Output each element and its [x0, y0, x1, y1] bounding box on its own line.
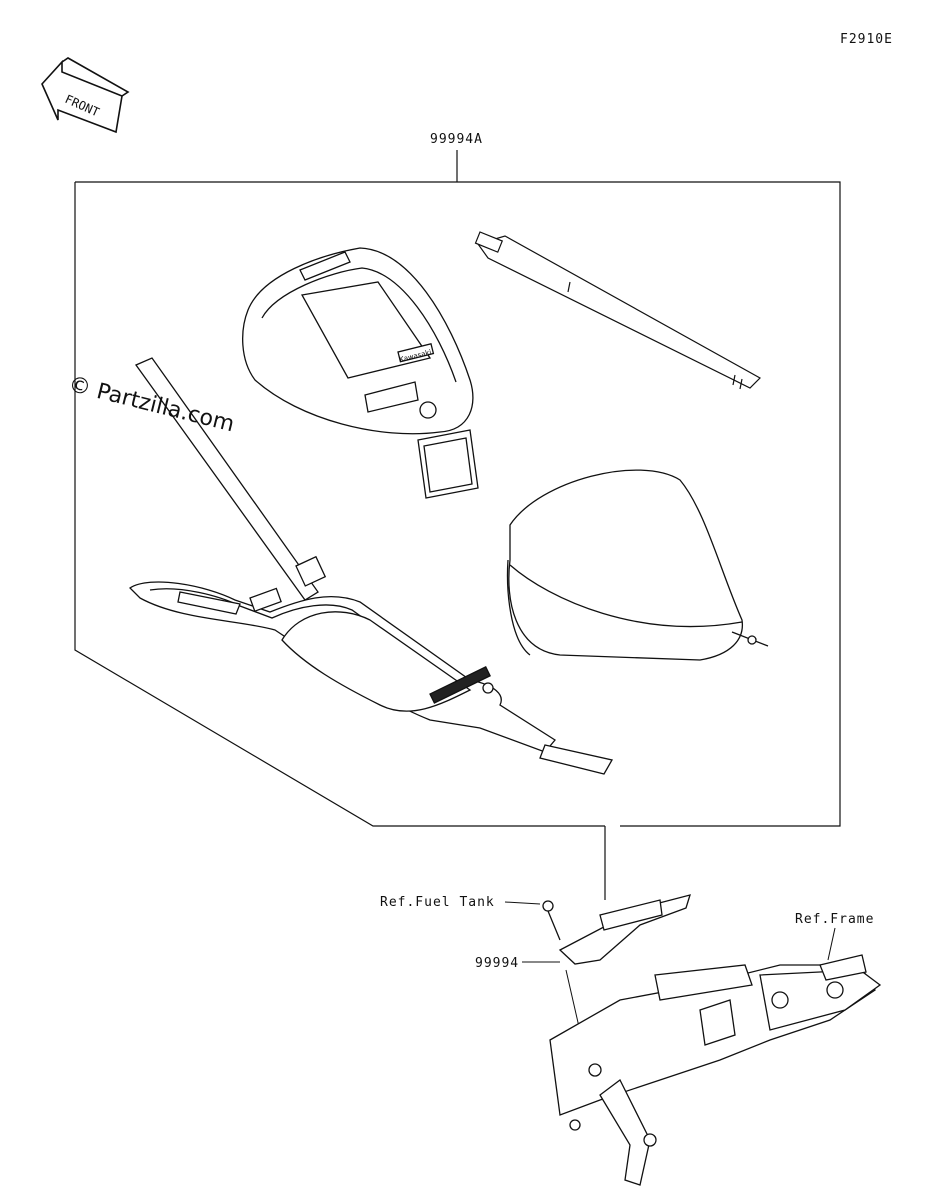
ref-frame-label: Ref.Frame	[795, 912, 875, 927]
diagram-code: F2910E	[840, 32, 893, 47]
bracket	[542, 894, 691, 965]
front-direction-arrow: FRONT	[41, 57, 130, 134]
bracket-part-number: 99994	[475, 956, 520, 971]
brand-patch	[397, 342, 435, 363]
kit-outline	[74, 150, 841, 900]
motorcycle-frame	[549, 954, 882, 1186]
ref-fuel-tank-label: Ref.Fuel Tank	[380, 895, 495, 910]
kit-part-number: 99994A	[430, 132, 483, 147]
strap	[474, 231, 761, 390]
tank-bag-harness	[128, 357, 614, 775]
rain-cover	[506, 469, 769, 661]
tank-bag: Kawasaki	[242, 247, 479, 499]
